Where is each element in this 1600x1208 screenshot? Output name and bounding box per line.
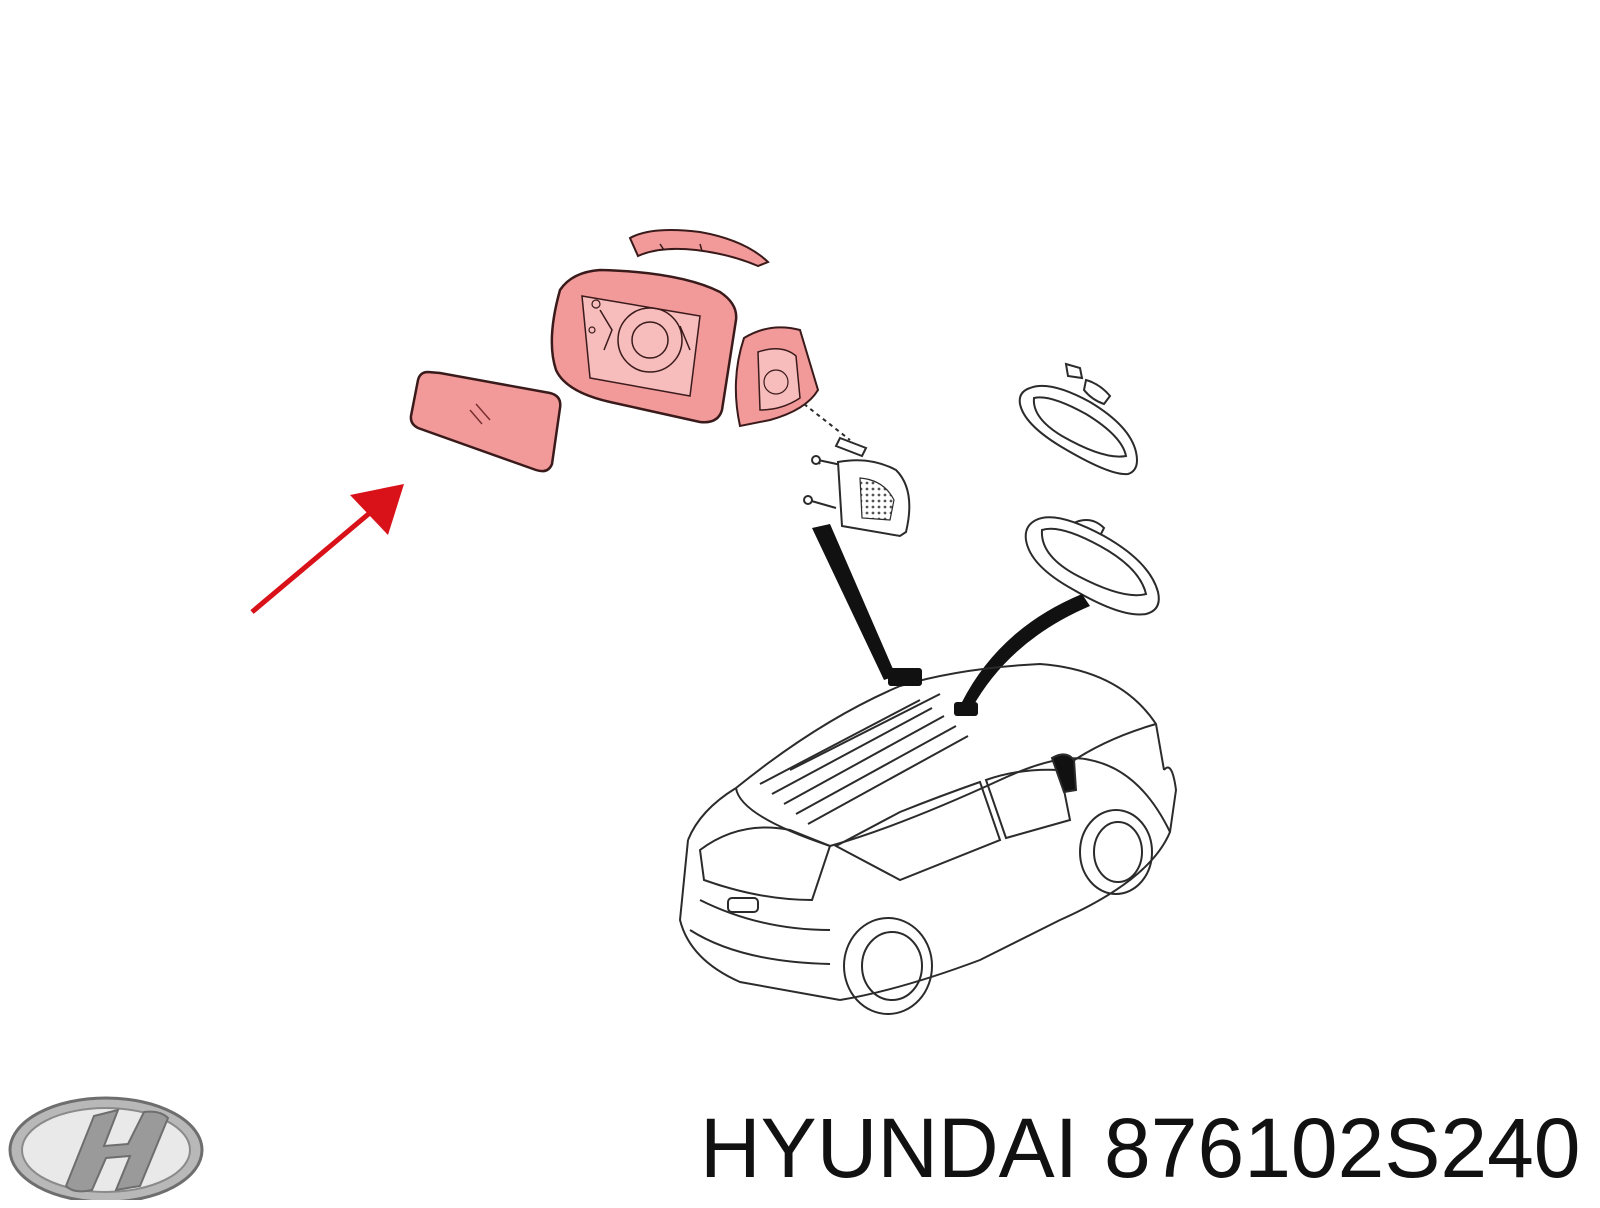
car-icon	[678, 662, 1178, 1015]
pointer-arrow-icon	[250, 484, 404, 614]
mirror-housing-icon	[550, 268, 820, 428]
part-number: 876102S240	[1104, 1101, 1581, 1195]
brand-name: HYUNDAI	[700, 1101, 1079, 1195]
rearview-mirror-icon	[1018, 362, 1160, 616]
hyundai-logo-icon	[8, 1096, 204, 1200]
part-caption: HYUNDAI 876102S240	[700, 1088, 1600, 1208]
corner-cover-icon	[836, 459, 911, 538]
mirror-glass-icon	[409, 370, 562, 473]
leader-lines	[812, 524, 1090, 708]
mirror-cap-icon	[628, 229, 770, 268]
